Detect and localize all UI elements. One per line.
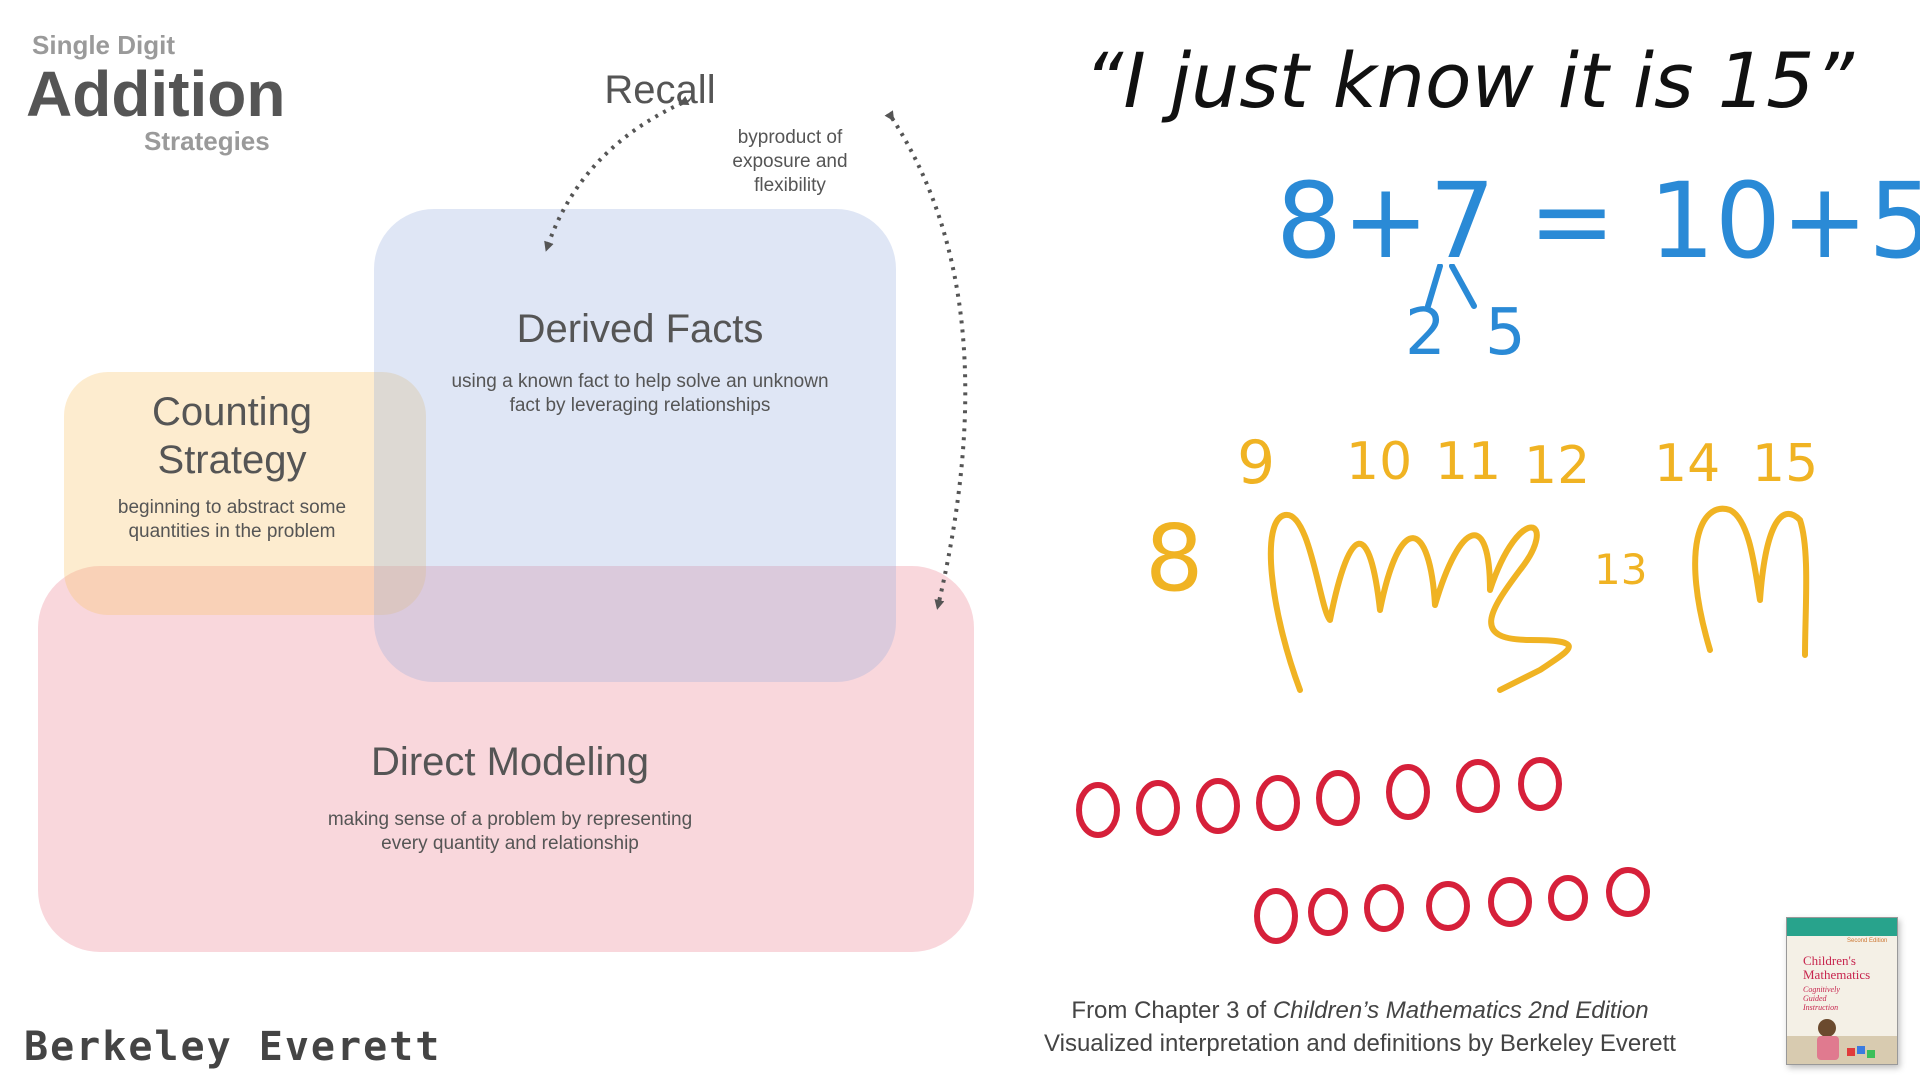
circle-mark bbox=[1254, 888, 1298, 944]
credit-block: From Chapter 3 of Children’s Mathematics… bbox=[1000, 995, 1720, 1060]
book-edition: Second Edition bbox=[1847, 938, 1888, 944]
derived-facts-desc: using a known fact to help solve an unkn… bbox=[400, 370, 880, 418]
title-main: Addition bbox=[26, 58, 286, 130]
book-photo bbox=[1787, 1019, 1897, 1064]
split-left: 2 bbox=[1405, 296, 1446, 370]
circle-mark bbox=[1136, 780, 1180, 836]
circle-mark bbox=[1386, 764, 1430, 820]
book-title-line: Children's bbox=[1803, 953, 1856, 968]
recall-derived-arrow bbox=[544, 95, 690, 252]
circle-mark bbox=[1316, 770, 1360, 826]
split-lines bbox=[1425, 264, 1477, 309]
book-subtitle: Cognitively Guided Instruction bbox=[1803, 985, 1840, 1012]
book-title-line: Mathematics bbox=[1803, 966, 1871, 982]
recall-direct-arrow bbox=[884, 110, 968, 610]
recall-desc-line: flexibility bbox=[754, 174, 826, 196]
circle-mark bbox=[1456, 759, 1500, 813]
counting-strategy-desc-line: quantities in the problem bbox=[128, 520, 336, 542]
count-label: 13 bbox=[1594, 545, 1648, 594]
circle-mark bbox=[1256, 775, 1300, 831]
counting-strategy-title-line: Strategy bbox=[157, 438, 307, 482]
circle-mark bbox=[1606, 867, 1650, 917]
credit-prefix: From Chapter 3 of bbox=[1071, 997, 1273, 1024]
title-top: Single Digit bbox=[32, 30, 175, 60]
brand-logo: Berkeley Everett bbox=[24, 1024, 442, 1070]
circle-mark bbox=[1426, 881, 1470, 931]
derived-facts-desc-line: using a known fact to help solve an unkn… bbox=[451, 371, 829, 392]
direct-modeling-desc: making sense of a problem by representin… bbox=[250, 808, 770, 856]
counting-strategy-title: Counting Strategy bbox=[64, 388, 400, 484]
book-cover-image: Second Edition Children's Mathematics Co… bbox=[1786, 917, 1898, 1065]
credit-line2: Visualized interpretation and definition… bbox=[1044, 1029, 1676, 1057]
count-label: 12 bbox=[1524, 436, 1591, 496]
count-label: 10 bbox=[1346, 432, 1413, 492]
direct-modeling-desc-line: every quantity and relationship bbox=[381, 832, 639, 854]
split-right: 5 bbox=[1485, 296, 1526, 370]
book-subtitle-line: Guided bbox=[1803, 993, 1827, 1003]
counting-strategy-desc: beginning to abstract some quantities in… bbox=[64, 496, 400, 544]
count-label: 11 bbox=[1435, 432, 1502, 492]
book-subtitle-line: Cognitively bbox=[1803, 985, 1840, 994]
book-top-band bbox=[1787, 918, 1897, 936]
direct-modeling-title: Direct Modeling bbox=[371, 740, 649, 784]
derived-facts-desc-line: fact by leveraging relationships bbox=[509, 394, 771, 416]
circle-mark bbox=[1518, 757, 1562, 811]
direct-modeling-desc-line: making sense of a problem by representin… bbox=[327, 809, 693, 830]
count-label: 15 bbox=[1752, 434, 1819, 494]
circle-mark bbox=[1364, 884, 1404, 932]
circle-mark bbox=[1076, 782, 1120, 838]
credit-line1: From Chapter 3 of Children’s Mathematics… bbox=[1000, 995, 1720, 1028]
counting-strategy-title-line: Counting bbox=[151, 390, 313, 434]
circle-mark bbox=[1548, 875, 1588, 921]
counting-start: 8 bbox=[1145, 505, 1204, 612]
equation-text: 8+7 = 10+5 bbox=[1276, 160, 1920, 282]
recall-desc-line: byproduct of bbox=[737, 127, 843, 148]
derived-facts-region bbox=[374, 209, 896, 682]
counting-strategy-region bbox=[64, 372, 426, 615]
direct-modeling-region bbox=[38, 566, 974, 952]
recall-desc: byproduct of exposure and flexibility bbox=[700, 126, 880, 197]
book-subtitle-line: Instruction bbox=[1803, 1002, 1839, 1012]
title-bottom: Strategies bbox=[144, 126, 270, 156]
circle-mark bbox=[1196, 778, 1240, 834]
book-title: Children's Mathematics bbox=[1803, 954, 1870, 981]
count-label: 9 bbox=[1237, 428, 1276, 498]
count-label: 14 bbox=[1654, 434, 1721, 494]
red-circles bbox=[1076, 757, 1650, 944]
recall-desc-line: exposure and bbox=[732, 150, 848, 172]
derived-facts-title: Derived Facts bbox=[516, 307, 764, 351]
counting-strategy-desc-line: beginning to abstract some bbox=[117, 497, 347, 518]
circle-mark bbox=[1308, 888, 1348, 936]
counting-hops bbox=[1267, 505, 1810, 693]
quote-text: “I just know it is 15” bbox=[1084, 36, 1854, 125]
circle-mark bbox=[1488, 877, 1532, 927]
credit-book-title: Children’s Mathematics 2nd Edition bbox=[1272, 997, 1649, 1024]
